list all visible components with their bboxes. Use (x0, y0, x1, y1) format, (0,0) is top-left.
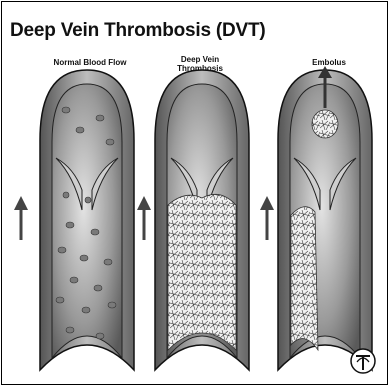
vein-normal (40, 70, 134, 370)
up-arrow-icon (14, 196, 28, 240)
up-arrow-icon (137, 196, 151, 240)
blood-clot (168, 194, 236, 350)
vein-thrombosis (155, 70, 249, 370)
nape-logo-icon (351, 349, 375, 373)
up-arrow-icon (260, 196, 274, 240)
embolus-clot (312, 110, 338, 138)
vein-embolus (278, 66, 372, 370)
residual-clot (291, 207, 318, 350)
